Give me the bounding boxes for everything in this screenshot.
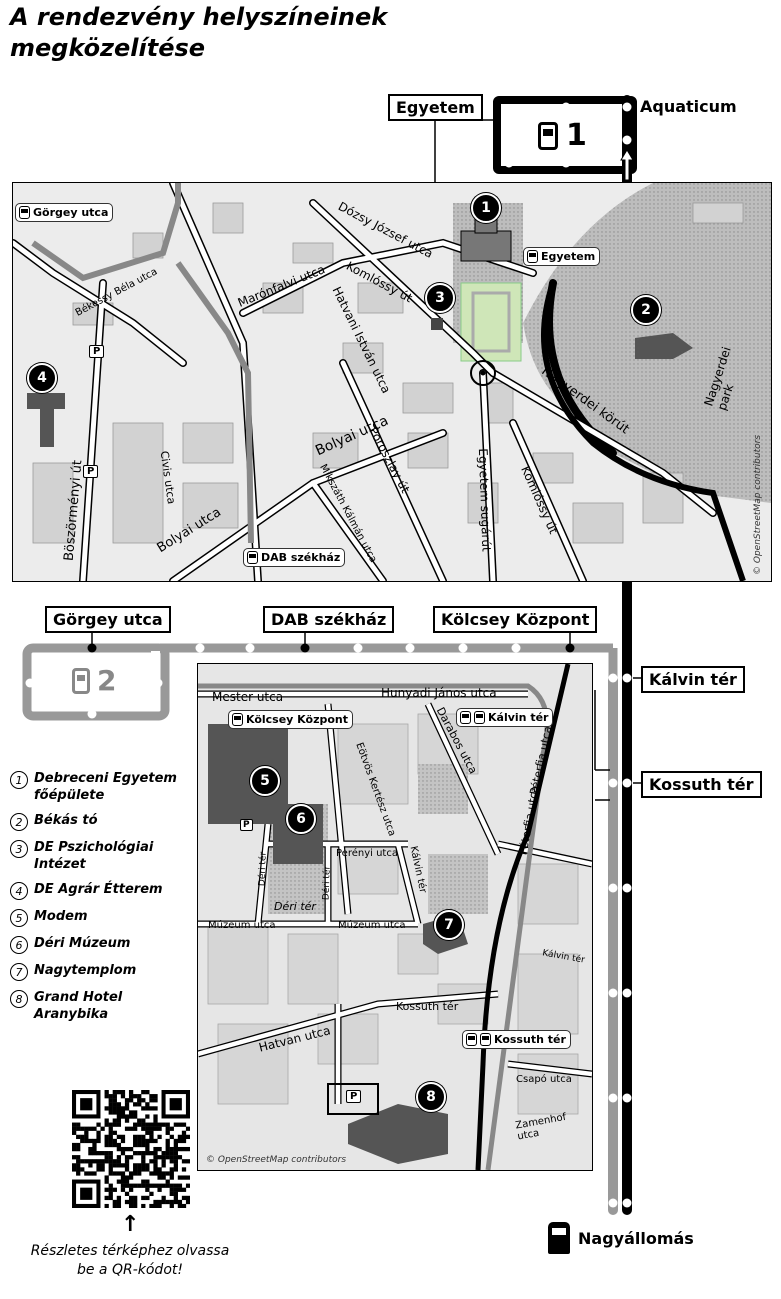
- location-marker-1[interactable]: 1: [471, 193, 501, 223]
- street-label: Múzeum utca: [208, 920, 276, 931]
- stop-pill-gorgey[interactable]: Görgey utca: [15, 203, 114, 222]
- location-marker-6[interactable]: 6: [286, 804, 316, 834]
- station-nagyallomas: Nagyállomás: [548, 1222, 694, 1254]
- tram-line-2-number: 2: [97, 664, 117, 697]
- tram-icon: [538, 121, 558, 150]
- stop-pill-kossuth[interactable]: Kossuth tér: [462, 1030, 571, 1049]
- street-label: Kossuth tér: [396, 1000, 459, 1013]
- street-label: Csapó utca: [516, 1074, 572, 1085]
- location-marker-8[interactable]: 8: [416, 1082, 446, 1112]
- station-label-nagyallomas: Nagyállomás: [578, 1228, 694, 1248]
- train-icon: [548, 1222, 570, 1254]
- location-marker-7[interactable]: 7: [434, 910, 464, 940]
- tram-icon: [247, 551, 258, 564]
- location-marker-2[interactable]: 2: [631, 295, 661, 325]
- tram-icon: [19, 206, 30, 219]
- parking-icon: P: [89, 345, 105, 358]
- station-callout-kalvin-ter: Kálvin tér: [641, 666, 745, 693]
- parking-icon: P: [83, 465, 99, 478]
- stop-pill-dab[interactable]: DAB székház: [243, 548, 346, 567]
- tram-line-2-badge: 2: [72, 664, 116, 697]
- qr-caption: Részletes térképhez olvassa be a QR-kódo…: [30, 1243, 230, 1278]
- map-city-center-svg: [198, 664, 592, 1170]
- tram-icon: [72, 667, 90, 694]
- map-university-area[interactable]: Békessy Béla utca Marónfalvi utca Dózsy …: [12, 182, 772, 582]
- location-marker-4[interactable]: 4: [27, 363, 57, 393]
- tram-icon: [527, 250, 538, 263]
- stop-pill-egyetem[interactable]: Egyetem: [523, 247, 601, 266]
- street-label: Déri tér: [257, 851, 269, 887]
- tram-icon: [232, 713, 243, 726]
- station-callout-dab-szekhaz: DAB székház: [263, 606, 395, 633]
- street-label: Hunyadi János utca: [381, 686, 497, 700]
- station-callout-gorgey-utca: Görgey utca: [45, 606, 171, 633]
- tram-icon: [466, 1033, 477, 1046]
- street-label: Déri tér: [274, 900, 316, 913]
- map-university-svg: [13, 183, 771, 581]
- up-arrow-icon: ↑: [121, 1212, 140, 1237]
- map-attribution: © OpenStreetMap contributors: [206, 1155, 347, 1165]
- street-label: Déri tér: [321, 865, 333, 901]
- tram-icon: [474, 711, 485, 724]
- street-label: Mester utca: [212, 690, 284, 704]
- station-callout-kossuth-ter: Kossuth tér: [641, 771, 762, 798]
- tram-icon: [460, 711, 471, 724]
- location-marker-3[interactable]: 3: [425, 283, 455, 313]
- map-attribution: © OpenStreetMap contributors: [753, 434, 763, 575]
- map-city-center[interactable]: Mester utca Hunyadi János utca Darabos u…: [197, 663, 593, 1171]
- location-marker-5[interactable]: 5: [250, 766, 280, 796]
- street-label: Múzeum utca: [338, 920, 406, 931]
- station-callout-egyetem: Egyetem: [388, 94, 483, 121]
- station-callout-kolcsey-kozpont: Kölcsey Központ: [433, 606, 598, 633]
- qr-code[interactable]: [72, 1090, 190, 1208]
- parking-icon: P: [240, 819, 253, 831]
- page-title: A rendezvény helyszíneinek megközelítése: [10, 3, 388, 62]
- stop-pill-kalvin[interactable]: Kálvin tér: [456, 708, 554, 727]
- street-label: Perényi utca: [336, 848, 398, 859]
- parking-icon: P: [346, 1090, 362, 1103]
- tram-icon: [480, 1033, 491, 1046]
- tram-line-1-number: 1: [566, 118, 587, 153]
- tram-line-1-badge: 1: [538, 118, 587, 153]
- station-label-aquaticum: Aquaticum: [640, 97, 737, 116]
- stop-pill-kolcsey[interactable]: Kölcsey Központ: [228, 710, 353, 729]
